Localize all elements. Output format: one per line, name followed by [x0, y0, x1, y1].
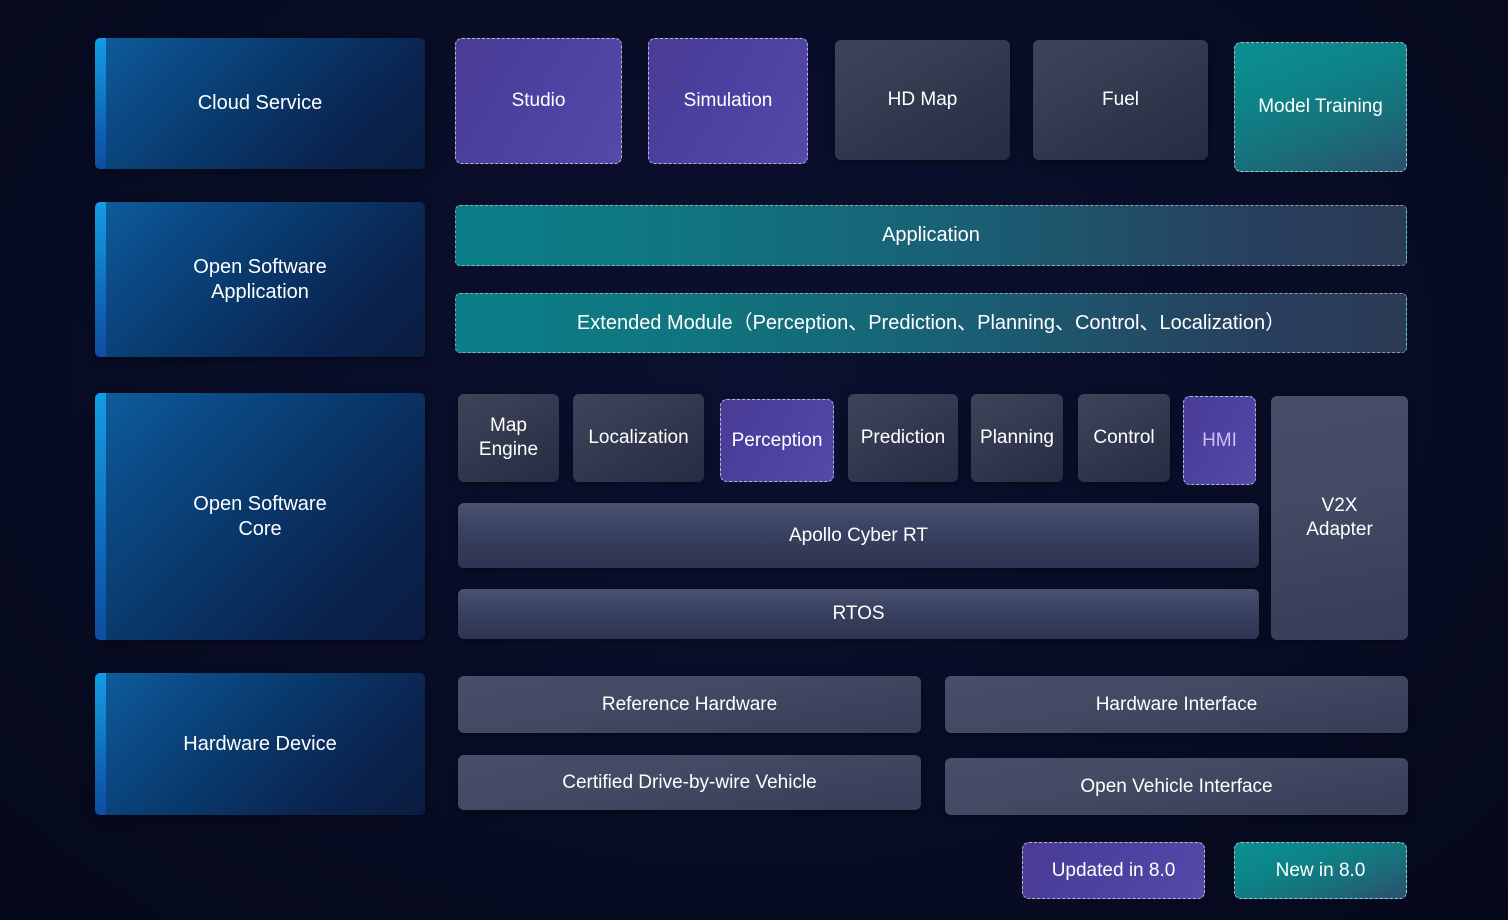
core-module-localization[interactable]: Localization: [573, 394, 704, 482]
category-label: Cloud Service: [197, 92, 323, 114]
core-module-label: HMI: [1202, 429, 1237, 451]
legend-label: New in 8.0: [1275, 859, 1366, 881]
application-label: Application: [882, 224, 980, 246]
hardware-item-label: Certified Drive-by-wire Vehicle: [562, 771, 817, 793]
cloud-item-simulation[interactable]: Simulation: [648, 38, 808, 164]
hardware-item-label: Hardware Interface: [1095, 693, 1258, 715]
core-module-control[interactable]: Control: [1078, 394, 1170, 482]
cloud-item-studio[interactable]: Studio: [455, 38, 622, 164]
cloud-item-fuel[interactable]: Fuel: [1033, 40, 1208, 160]
hardware-item-label: Reference Hardware: [601, 693, 778, 715]
hardware-item-reference-hardware[interactable]: Reference Hardware: [458, 676, 921, 733]
core-module-label: Prediction: [860, 427, 946, 449]
core-module-label: Perception: [731, 429, 823, 451]
hardware-item-hardware-interface[interactable]: Hardware Interface: [945, 676, 1408, 733]
cloud-item-label: Simulation: [683, 90, 773, 112]
core-bar-apollo-cyber-rt[interactable]: Apollo Cyber RT: [458, 503, 1259, 568]
cloud-item-label: HD Map: [887, 89, 958, 111]
cloud-item-label: Model Training: [1258, 96, 1383, 118]
core-bar-label: RTOS: [832, 603, 885, 625]
application-bar[interactable]: Application: [455, 205, 1407, 266]
legend-updated-in-8: Updated in 8.0: [1022, 842, 1205, 899]
category-cloud-service: Cloud Service: [95, 38, 425, 169]
cloud-item-label: Fuel: [1102, 89, 1139, 111]
cloud-item-label: Studio: [511, 90, 566, 112]
core-module-hmi[interactable]: HMI: [1183, 396, 1256, 485]
extended-module-bar[interactable]: Extended Module（Perception、Prediction、Pl…: [455, 293, 1407, 353]
legend-label: Updated in 8.0: [1051, 859, 1176, 881]
core-module-label: Control: [1093, 427, 1155, 449]
core-module-map-engine[interactable]: Map Engine: [458, 394, 559, 482]
category-open-software-application: Open Software Application: [95, 202, 425, 357]
core-bar-label: Apollo Cyber RT: [788, 524, 929, 546]
core-side-v2x-adapter[interactable]: V2X Adapter: [1271, 396, 1408, 640]
cloud-item-model-training[interactable]: Model Training: [1234, 42, 1407, 172]
hardware-item-label: Open Vehicle Interface: [1080, 775, 1273, 797]
core-module-label: Planning: [980, 427, 1054, 449]
core-bar-rtos[interactable]: RTOS: [458, 589, 1259, 639]
hardware-item-open-vehicle-interface[interactable]: Open Vehicle Interface: [945, 758, 1408, 815]
category-open-software-core: Open Software Core: [95, 393, 425, 640]
category-hardware-device: Hardware Device: [95, 673, 425, 815]
category-label: Open Software Application: [193, 255, 327, 303]
core-module-label: Map Engine: [478, 415, 539, 460]
hardware-item-certified-drive-by-wire-vehicle[interactable]: Certified Drive-by-wire Vehicle: [458, 755, 921, 810]
core-module-perception[interactable]: Perception: [720, 399, 834, 482]
legend-new-in-8: New in 8.0: [1234, 842, 1407, 899]
cloud-item-hd-map[interactable]: HD Map: [835, 40, 1010, 160]
core-side-label: V2X Adapter: [1306, 495, 1373, 540]
core-module-label: Localization: [588, 427, 689, 449]
core-module-prediction[interactable]: Prediction: [848, 394, 958, 482]
extended-module-label: Extended Module（Perception、Prediction、Pl…: [576, 311, 1286, 334]
category-label: Open Software Core: [193, 492, 327, 540]
core-module-planning[interactable]: Planning: [971, 394, 1063, 482]
category-label: Hardware Device: [183, 732, 337, 755]
